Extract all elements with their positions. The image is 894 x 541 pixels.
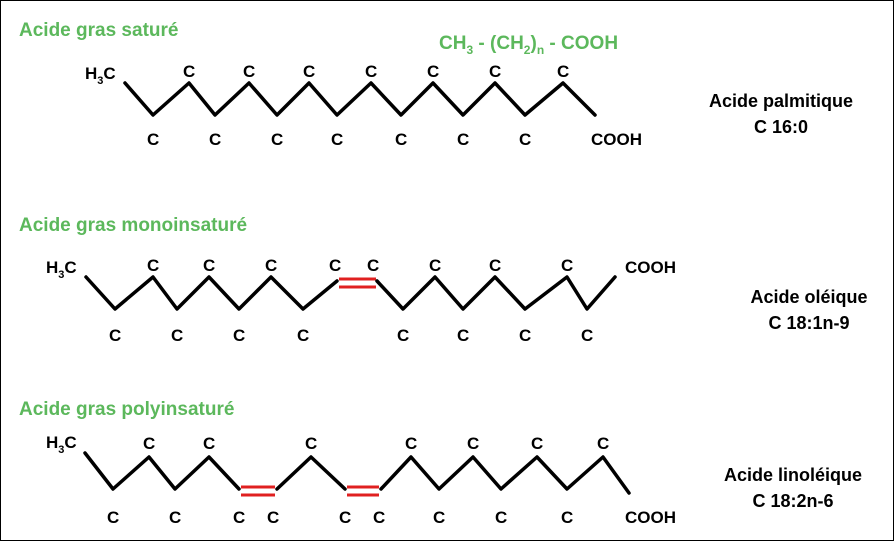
polyunsaturated-title: Acide gras polyinsaturé	[19, 399, 234, 420]
carbon-atom: C	[373, 508, 385, 527]
carbon-atom: C	[397, 326, 409, 345]
carbon-atom: C	[209, 130, 221, 149]
carbon-atom: C	[467, 434, 479, 453]
carbon-atom: C	[303, 62, 315, 81]
carbon-atom: C	[429, 256, 441, 275]
polyunsaturated-carboxyl-group: COOH	[625, 508, 676, 527]
carbon-atom: C	[405, 434, 417, 453]
polyunsaturated-chain-bonds-c	[379, 455, 631, 495]
polyunsaturated-carbons: C C C C C C C C C C C C C C C C	[107, 434, 609, 527]
carbon-atom: C	[183, 62, 195, 81]
polyunsaturated-methyl-group: H3C	[46, 433, 77, 456]
carbon-atom: C	[297, 326, 309, 345]
carbon-atom: C	[147, 256, 159, 275]
carbon-atom: C	[147, 130, 159, 149]
polyunsaturated-chain-bonds-a	[83, 451, 241, 491]
carbon-atom: C	[203, 256, 215, 275]
saturated-methyl-group: H3C	[85, 64, 116, 87]
monounsaturated-acid-name: Acide oléique	[750, 287, 867, 307]
carbon-atom: C	[557, 62, 569, 81]
monounsaturated-acid-notation: C 18:1n-9	[768, 313, 849, 333]
carbon-atom: C	[433, 508, 445, 527]
carbon-atom: C	[331, 130, 343, 149]
carbon-atom: C	[489, 256, 501, 275]
carbon-atom: C	[561, 256, 573, 275]
carbon-atom: C	[267, 508, 279, 527]
carbon-atom: C	[489, 62, 501, 81]
carbon-atom: C	[233, 508, 245, 527]
carbon-atom: C	[495, 508, 507, 527]
carbon-atom: C	[395, 130, 407, 149]
carbon-atom: C	[519, 326, 531, 345]
carbon-atom: C	[143, 434, 155, 453]
carbon-atom: C	[107, 508, 119, 527]
saturated-title: Acide gras saturé	[19, 20, 178, 41]
carbon-atom: C	[367, 256, 379, 275]
monounsaturated-chain-bonds-right	[375, 275, 617, 311]
carbon-atom: C	[457, 326, 469, 345]
polyunsaturated-acid-notation: C 18:2n-6	[752, 491, 833, 511]
monounsaturated-methyl-group: H3C	[46, 258, 77, 281]
carbon-atom: C	[519, 130, 531, 149]
monounsaturated-carbons: C C C C C C C C C C C C C C C C	[109, 256, 593, 345]
carbon-atom: C	[265, 256, 277, 275]
carbon-atom: C	[365, 62, 377, 81]
carbon-atom: C	[305, 434, 317, 453]
saturated-formula: CH3 - (CH2)n - COOH	[439, 33, 618, 57]
polyunsaturated-chain-bonds-b	[275, 455, 347, 491]
carbon-atom: C	[203, 434, 215, 453]
carbon-atom: C	[169, 508, 181, 527]
carbon-atom: C	[171, 326, 183, 345]
polyunsaturated-acid-name: Acide linoléique	[724, 465, 862, 485]
carbon-atom: C	[561, 508, 573, 527]
carbon-atom: C	[427, 62, 439, 81]
carbon-atom: C	[233, 326, 245, 345]
saturated-carboxyl-group: COOH	[591, 130, 642, 149]
saturated-acid-name: Acide palmitique	[709, 91, 853, 111]
carbon-atom: C	[329, 256, 341, 275]
carbon-atom: C	[243, 62, 255, 81]
saturated-chain-bonds	[123, 81, 597, 117]
monounsaturated-chain-bonds-left	[84, 275, 339, 311]
carbon-atom: C	[271, 130, 283, 149]
carbon-atom: C	[109, 326, 121, 345]
carbon-atom: C	[581, 326, 593, 345]
monounsaturated-title: Acide gras monoinsaturé	[19, 215, 247, 236]
monounsaturated-carboxyl-group: COOH	[625, 258, 676, 277]
carbon-atom: C	[339, 508, 351, 527]
saturated-acid-notation: C 16:0	[754, 117, 808, 137]
saturated-carbons: C C C C C C C C C C C C C C	[147, 62, 569, 149]
carbon-atom: C	[597, 434, 609, 453]
carbon-atom: C	[531, 434, 543, 453]
carbon-atom: C	[457, 130, 469, 149]
